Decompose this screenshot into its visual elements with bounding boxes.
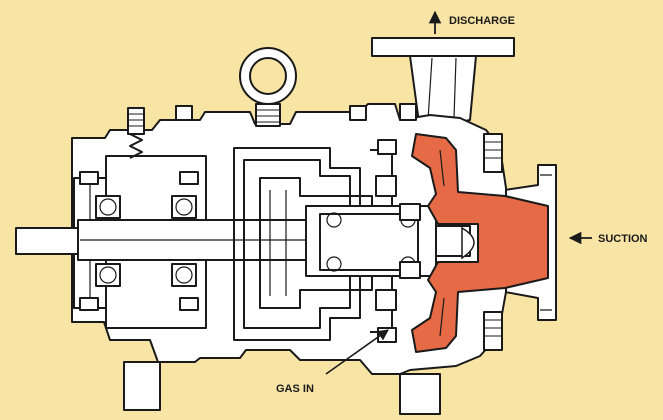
magnetic-coupling xyxy=(233,147,373,341)
discharge-label: DISCHARGE xyxy=(449,15,515,27)
containment-shell xyxy=(370,139,397,343)
base-feet xyxy=(123,361,441,415)
suction-callout: SUCTION xyxy=(568,231,648,245)
bearing-left-bottom xyxy=(95,263,121,287)
discharge-nozzle xyxy=(371,37,515,131)
bearing-right-top xyxy=(171,195,197,219)
inner-bearing-1 xyxy=(326,212,342,272)
bearing-right-bottom xyxy=(171,263,197,287)
top-set-screw xyxy=(127,107,145,159)
discharge-callout: DISCHARGE xyxy=(428,10,515,34)
gas-in-callout: GAS IN xyxy=(276,329,389,395)
lifting-eye-bolt xyxy=(239,47,297,127)
bearing-left-top xyxy=(95,195,121,219)
casing-bolts xyxy=(175,103,503,351)
gas-in-leader-arrow-icon xyxy=(325,329,389,375)
gas-in-label: GAS IN xyxy=(276,383,314,395)
impeller xyxy=(411,133,549,353)
suction-label: SUCTION xyxy=(598,233,648,245)
inner-rotor xyxy=(305,203,471,279)
